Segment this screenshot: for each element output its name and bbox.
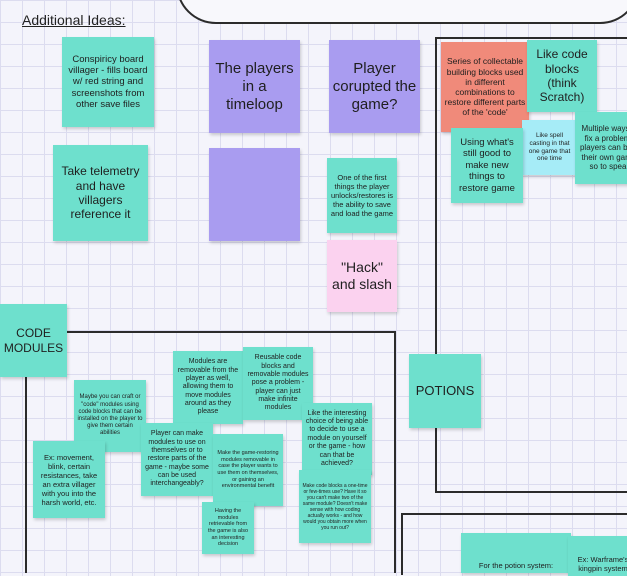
- note-text: Reusable code blocks and removable modul…: [247, 354, 309, 412]
- note-text: Ex: Warframe's kingpin system: [577, 555, 627, 573]
- note-text: Multiple ways to fix a problem - players…: [579, 124, 627, 172]
- note-text: Ex: movement, blink, certain resistances…: [40, 452, 98, 507]
- note-text: Make code blocks a one-time or few-times…: [302, 482, 368, 531]
- note-text: Player corupted the game?: [332, 59, 417, 113]
- sticky-note-conspiracy-board[interactable]: Conspiricy board villager - fills board …: [62, 37, 154, 127]
- code-modules-frame: [25, 331, 396, 573]
- sticky-note-blank[interactable]: [209, 148, 300, 241]
- sticky-note-still-good[interactable]: Using what's still good to make new thin…: [451, 128, 523, 203]
- sticky-note-movement-example[interactable]: Ex: movement, blink, certain resistances…: [33, 441, 105, 518]
- sticky-note-timeloop[interactable]: The players in a timeloop: [209, 40, 300, 133]
- note-text: Having the modules retrievable from the …: [207, 508, 249, 548]
- note-text: Like code blocks (think Scratch): [536, 47, 588, 105]
- sticky-note-make-blocks-limited[interactable]: Make code blocks a one-time or few-times…: [299, 470, 371, 543]
- top-section-frame: [176, 0, 627, 24]
- sticky-note-collectable-blocks[interactable]: Series of collectable building blocks us…: [441, 42, 529, 132]
- note-text: Using what's still good to make new thin…: [459, 137, 515, 194]
- sticky-note-warframe-kingpin[interactable]: Ex: Warframe's kingpin system: [568, 536, 627, 576]
- sticky-note-removable-modules[interactable]: Modules are removable from the player as…: [173, 351, 243, 424]
- sticky-note-interesting-choice[interactable]: Like the interesting choice of being abl…: [302, 403, 372, 475]
- note-text: Like the interesting choice of being abl…: [305, 409, 369, 467]
- sticky-note-reusable-blocks[interactable]: Reusable code blocks and removable modul…: [243, 347, 313, 420]
- bottom-right-frame: [401, 513, 627, 575]
- sticky-note-having-modules[interactable]: Having the modules retrievable from the …: [202, 502, 254, 554]
- note-text: Maybe you can craft or "code" modules us…: [77, 394, 143, 437]
- note-text: Take telemetry and have villagers refere…: [61, 164, 140, 222]
- sticky-note-craft-modules[interactable]: Maybe you can craft or "code" modules us…: [74, 380, 146, 452]
- sticky-note-code-blocks[interactable]: Like code blocks (think Scratch): [527, 40, 597, 112]
- note-text: "Hack" and slash: [332, 259, 392, 292]
- sticky-note-multiple-ways[interactable]: Multiple ways to fix a problem - players…: [575, 112, 627, 184]
- sticky-note-telemetry[interactable]: Take telemetry and have villagers refere…: [53, 145, 148, 241]
- note-text: Player can make modules to use on themse…: [145, 430, 209, 488]
- note-text: Conspiricy board villager - fills board …: [68, 53, 148, 111]
- sticky-note-code-modules-label[interactable]: CODE MODULES: [0, 304, 67, 377]
- note-text: For the potion system:: [478, 561, 554, 570]
- sticky-note-potion-system[interactable]: For the potion system:: [461, 533, 571, 573]
- sticky-note-corrupted[interactable]: Player corupted the game?: [329, 40, 420, 133]
- sticky-note-potions-label[interactable]: POTIONS: [409, 354, 481, 428]
- sticky-note-hack-and-slash[interactable]: "Hack" and slash: [327, 240, 397, 312]
- note-text: POTIONS: [415, 383, 475, 399]
- note-text: The players in a timeloop: [215, 59, 294, 113]
- sticky-note-game-restoring-modules[interactable]: Make the game-restoring modules removabl…: [213, 434, 283, 506]
- note-text: Modules are removable from the player as…: [177, 358, 239, 416]
- note-text: Like spell casting in that one game that…: [528, 131, 571, 163]
- sticky-note-save-load[interactable]: One of the first things the player unloc…: [327, 158, 397, 233]
- sticky-note-spell-casting[interactable]: Like spell casting in that one game that…: [522, 120, 577, 175]
- note-text: CODE MODULES: [3, 326, 64, 355]
- note-text: Make the game-restoring modules removabl…: [217, 450, 279, 490]
- right-section-frame: [435, 37, 627, 493]
- sticky-note-player-make-modules[interactable]: Player can make modules to use on themse…: [141, 423, 213, 496]
- board-heading: Additional Ideas:: [22, 12, 126, 28]
- note-text: Series of collectable building blocks us…: [444, 56, 526, 118]
- note-text: One of the first things the player unloc…: [330, 173, 394, 218]
